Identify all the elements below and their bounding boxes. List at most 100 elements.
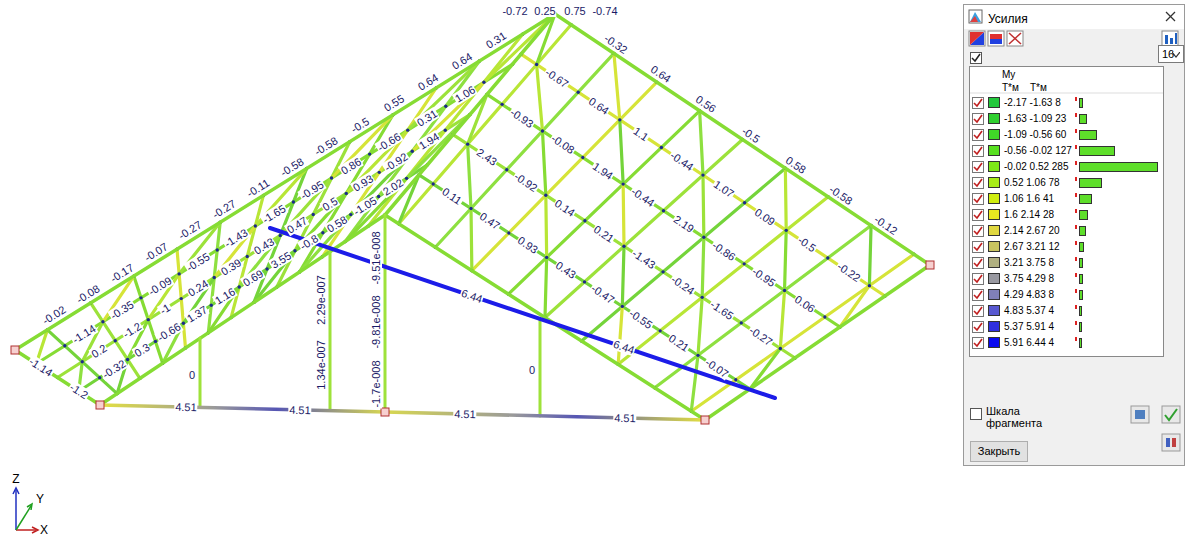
force-value: 0.64	[449, 50, 475, 73]
count-marker	[1075, 177, 1077, 181]
joint-dot	[742, 262, 745, 265]
roof-member	[469, 208, 473, 270]
joint-dot	[444, 129, 447, 132]
force-value: 1.16	[212, 285, 238, 308]
force-value: -0.66	[374, 130, 403, 154]
color-swatch	[988, 145, 1000, 156]
joint-dot	[740, 321, 743, 324]
force-value: -0.92	[512, 170, 541, 195]
count-bar	[1079, 242, 1084, 252]
count-marker	[1075, 273, 1077, 277]
force-value: -1.43	[222, 226, 251, 250]
legend-row: 3.21 3.75 8	[964, 255, 1164, 271]
legend-text: 2.14 2.67 20	[1004, 225, 1060, 237]
roof-member	[419, 175, 750, 389]
joint-dot	[581, 156, 584, 159]
row-check	[974, 339, 982, 346]
count-marker	[1075, 305, 1077, 309]
row-checkbox	[972, 225, 984, 237]
joint-dot	[826, 256, 829, 259]
joint-dot	[700, 296, 703, 299]
force-value: -1.7e-008	[370, 359, 382, 408]
joint-dot	[147, 318, 150, 321]
control-text: 16	[1162, 48, 1170, 60]
force-value: -0.07	[702, 355, 731, 380]
row-check	[974, 115, 982, 122]
joint-dot	[701, 173, 704, 176]
joint-dot	[545, 256, 548, 259]
roof-member	[453, 135, 795, 358]
joint-dot	[621, 182, 624, 185]
roof-grid	[13, 12, 931, 421]
legend-text: -0.56 -0.02 127	[1004, 145, 1072, 157]
results-window-art	[969, 10, 982, 23]
row-checkbox	[973, 290, 984, 301]
row-checkbox	[972, 337, 984, 349]
roof-member	[622, 184, 626, 246]
roof-member	[620, 120, 623, 184]
joint-dot	[823, 315, 826, 318]
force-value: -0.5	[795, 233, 819, 255]
roof-edges	[385, 215, 705, 420]
force-value: -0.5	[348, 114, 372, 135]
row-checkbox	[972, 305, 984, 317]
force-value: 6.44	[610, 338, 636, 357]
ridge-beam	[270, 228, 775, 398]
results-window-art	[1135, 410, 1145, 419]
window-title: Усилия	[988, 12, 1184, 26]
force-value: -0.66	[155, 320, 184, 344]
force-value: 4.51	[453, 408, 477, 421]
force-value: -0.32	[602, 32, 631, 57]
results-window-art	[990, 39, 1002, 44]
row-checkbox	[973, 226, 984, 237]
roof-member	[542, 131, 545, 195]
roof-member	[36, 64, 512, 364]
roof-edges	[555, 14, 930, 265]
roof-member	[840, 286, 869, 327]
joint-dot	[505, 168, 508, 171]
joint-dot	[139, 296, 142, 299]
roof-member	[750, 348, 780, 389]
roof-member	[780, 290, 784, 348]
joint-dot	[868, 284, 871, 287]
close-button: Закрыть	[970, 441, 1028, 462]
joint-dot	[126, 358, 129, 361]
force-value: -0.47	[589, 282, 618, 307]
row-checkbox	[973, 258, 984, 269]
force-value: -0.17	[107, 261, 136, 285]
row-check	[974, 211, 982, 218]
count-marker	[1075, 225, 1077, 229]
row-checkbox	[972, 321, 984, 333]
legend-row: -0.02 0.52 285	[964, 159, 1164, 175]
force-value: -0.95	[298, 178, 327, 202]
legend-text: 3.75 4.29 8	[1004, 273, 1054, 285]
tie-beams	[385, 412, 705, 420]
force-value: 0.14	[552, 196, 578, 219]
force-value: -0.44	[668, 149, 697, 174]
results-window-art	[970, 67, 1164, 357]
force-value: -1.65	[707, 298, 736, 323]
force-value: -0.44	[629, 185, 658, 210]
joint-dot	[349, 213, 352, 216]
results-window-art	[1166, 438, 1170, 447]
color-swatch	[988, 97, 1000, 108]
row-checkbox	[973, 338, 984, 349]
row-checkbox	[972, 289, 984, 301]
row-checkbox	[972, 273, 984, 285]
force-value: -0.93	[508, 105, 537, 130]
force-value: -0.67	[543, 66, 572, 91]
roof-member	[58, 115, 471, 378]
joint-dot	[661, 270, 664, 273]
row-check	[974, 323, 982, 330]
roof-member	[345, 61, 479, 242]
color-swatch	[988, 321, 1000, 332]
force-value: -0.08	[548, 132, 577, 157]
dropdown-arrow	[1172, 52, 1180, 58]
joint-dot	[378, 171, 381, 174]
color-swatch	[988, 305, 1000, 316]
results-window-art	[1175, 33, 1177, 44]
posts	[200, 215, 540, 416]
results-window-art	[964, 5, 1185, 466]
results-window-art	[1172, 438, 1176, 447]
joint-dot	[622, 245, 625, 248]
